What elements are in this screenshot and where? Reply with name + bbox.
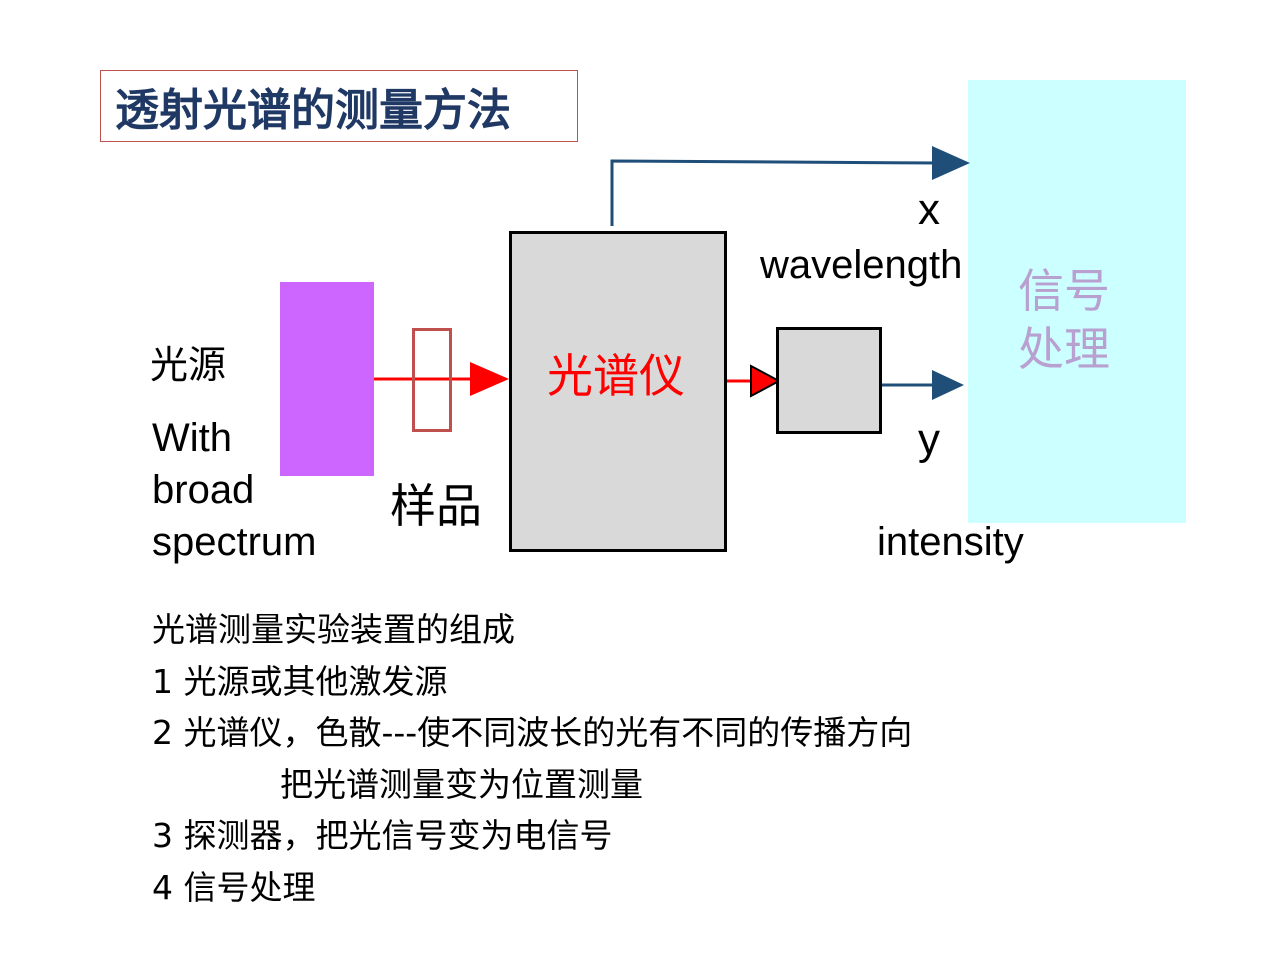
beam-arrowhead-detector <box>750 364 782 398</box>
composition-list: 光谱测量实验装置的组成 1 光源或其他激发源 2 光谱仪，色散---使不同波长的… <box>152 604 912 913</box>
light-source-block <box>280 282 374 476</box>
wavelength-label: wavelength <box>760 243 963 287</box>
composition-item: 3 探测器，把光信号变为电信号 <box>152 816 613 855</box>
composition-item-note: 把光谱测量变为位置测量 <box>280 764 643 804</box>
spectrometer-label: 光谱仪 <box>547 349 685 403</box>
x-axis-label: x <box>918 185 940 234</box>
sample-holder <box>412 328 452 432</box>
signal-processing-panel <box>968 80 1186 523</box>
wavelength-arrow-line <box>610 159 941 226</box>
detector-block <box>776 327 882 434</box>
beam-arrowhead-spectrometer <box>470 362 509 396</box>
intensity-arrowhead <box>932 370 964 400</box>
composition-item: 4 信号处理 <box>152 867 316 907</box>
intensity-label: intensity <box>877 520 1024 564</box>
page-title: 透射光谱的测量方法 <box>115 85 511 136</box>
signal-processing-label: 信号 处理 <box>1018 264 1110 376</box>
composition-item: 2 光谱仪，色散---使不同波长的光有不同的传播方向 <box>152 713 913 752</box>
spectrometer-block <box>509 231 727 552</box>
wavelength-arrowhead <box>932 146 970 180</box>
title-box: 透射光谱的测量方法 <box>100 70 578 142</box>
composition-item: 1 光源或其他激发源 <box>152 661 448 701</box>
light-source-label: 光源 <box>150 343 227 387</box>
light-source-description: With broad spectrum <box>152 416 317 564</box>
composition-heading: 光谱测量实验装置的组成 <box>152 610 515 649</box>
sample-label: 样品 <box>390 479 482 533</box>
y-axis-label: y <box>918 415 940 464</box>
